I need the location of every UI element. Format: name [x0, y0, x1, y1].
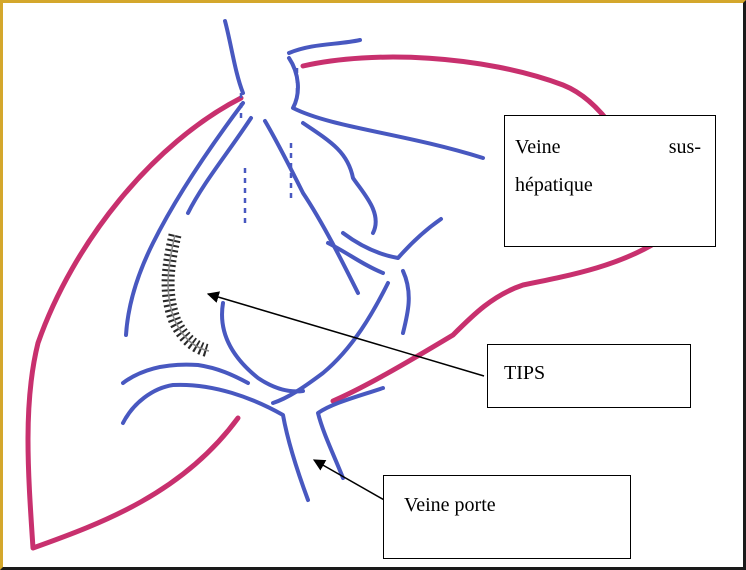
tips-stent [168, 235, 209, 351]
tips-label-box: TIPS [487, 344, 691, 408]
tips-arrow [208, 294, 484, 376]
liver-diagram [3, 3, 743, 567]
tips-label: TIPS [504, 362, 545, 385]
portal-vein-label: Veine porte [404, 494, 496, 517]
portal-vein-lower-left [123, 365, 248, 383]
hepatic-vein-trunk-right [289, 40, 360, 53]
hepatic-vein-trunk-left [225, 21, 243, 93]
portal-vein-right-branch [328, 219, 441, 333]
hepatic-vein-center [265, 121, 358, 293]
hepatic-vein-right-branch [289, 58, 483, 158]
hepatic-vein-label-line1: Veine sus- [515, 136, 701, 159]
portal-vein-label-box: Veine porte [383, 475, 631, 559]
portal-vein-main-right [318, 388, 383, 478]
hepatic-vein-label-line2: hépatique [515, 174, 593, 197]
hepatic-vein-label-box: Veine sus- hépatique [504, 115, 716, 247]
hepatic-vein-label-word1: Veine [515, 136, 561, 159]
hepatic-vein-label-word2: sus- [669, 136, 701, 159]
hepatic-vein-right-inner [303, 123, 376, 233]
